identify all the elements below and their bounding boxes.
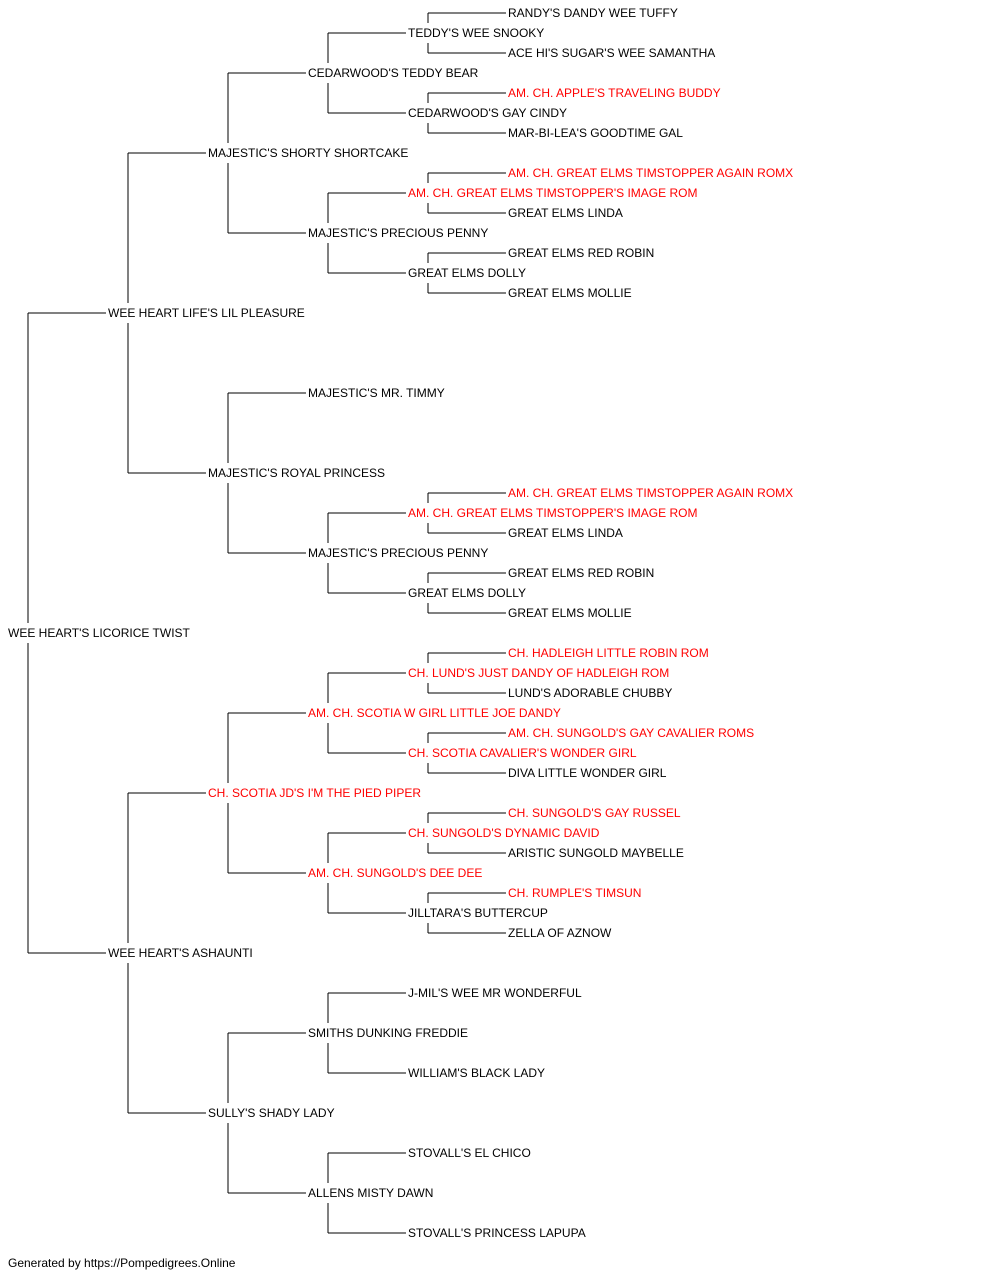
- dog-name-sully-s-shady-lady: SULLY'S SHADY LADY: [208, 1106, 335, 1120]
- dog-name-great-elms-linda: GREAT ELMS LINDA: [508, 526, 623, 540]
- champion-dog-name-am-ch-scotia-w-girl-little-joe-dandy: AM. CH. SCOTIA W GIRL LITTLE JOE DANDY: [308, 706, 561, 720]
- dog-name-cedarwood-s-gay-cindy: CEDARWOOD'S GAY CINDY: [408, 106, 567, 120]
- dog-name-majestic-s-shorty-shortcake: MAJESTIC'S SHORTY SHORTCAKE: [208, 146, 408, 160]
- dog-name-great-elms-red-robin: GREAT ELMS RED ROBIN: [508, 566, 654, 580]
- dog-name-j-mil-s-wee-mr-wonderful: J-MIL'S WEE MR WONDERFUL: [408, 986, 582, 1000]
- dog-name-wee-heart-life-s-lil-pleasure: WEE HEART LIFE'S LIL PLEASURE: [108, 306, 305, 320]
- dog-name-wee-heart-s-ashaunti: WEE HEART'S ASHAUNTI: [108, 946, 253, 960]
- dog-name-majestic-s-mr-timmy: MAJESTIC'S MR. TIMMY: [308, 386, 445, 400]
- dog-name-teddy-s-wee-snooky: TEDDY'S WEE SNOOKY: [408, 26, 544, 40]
- champion-dog-name-am-ch-apple-s-traveling-buddy: AM. CH. APPLE'S TRAVELING BUDDY: [508, 86, 721, 100]
- dog-name-lund-s-adorable-chubby: LUND'S ADORABLE CHUBBY: [508, 686, 672, 700]
- champion-dog-name-ch-rumple-s-timsun: CH. RUMPLE'S TIMSUN: [508, 886, 641, 900]
- dog-name-great-elms-dolly: GREAT ELMS DOLLY: [408, 586, 526, 600]
- dog-name-randy-s-dandy-wee-tuffy: RANDY'S DANDY WEE TUFFY: [508, 6, 678, 20]
- generated-by-footer: Generated by https://Pompedigrees.Online: [8, 1256, 236, 1270]
- dog-name-aristic-sungold-maybelle: ARISTIC SUNGOLD MAYBELLE: [508, 846, 684, 860]
- dog-name-majestic-s-royal-princess: MAJESTIC'S ROYAL PRINCESS: [208, 466, 385, 480]
- dog-name-great-elms-mollie: GREAT ELMS MOLLIE: [508, 286, 632, 300]
- dog-name-diva-little-wonder-girl: DIVA LITTLE WONDER GIRL: [508, 766, 667, 780]
- dog-name-great-elms-mollie: GREAT ELMS MOLLIE: [508, 606, 632, 620]
- champion-dog-name-ch-hadleigh-little-robin-rom: CH. HADLEIGH LITTLE ROBIN ROM: [508, 646, 709, 660]
- dog-name-great-elms-red-robin: GREAT ELMS RED ROBIN: [508, 246, 654, 260]
- champion-dog-name-ch-sungold-s-gay-russel: CH. SUNGOLD'S GAY RUSSEL: [508, 806, 681, 820]
- dog-name-zella-of-aznow: ZELLA OF AZNOW: [508, 926, 612, 940]
- dog-name-mar-bi-lea-s-goodtime-gal: MAR-BI-LEA'S GOODTIME GAL: [508, 126, 683, 140]
- dog-name-allens-misty-dawn: ALLENS MISTY DAWN: [308, 1186, 433, 1200]
- dog-name-great-elms-dolly: GREAT ELMS DOLLY: [408, 266, 526, 280]
- dog-name-great-elms-linda: GREAT ELMS LINDA: [508, 206, 623, 220]
- dog-name-william-s-black-lady: WILLIAM'S BLACK LADY: [408, 1066, 545, 1080]
- champion-dog-name-am-ch-great-elms-timstopper-s-image-rom: AM. CH. GREAT ELMS TIMSTOPPER'S IMAGE RO…: [408, 186, 697, 200]
- champion-dog-name-ch-scotia-cavalier-s-wonder-girl: CH. SCOTIA CAVALIER'S WONDER GIRL: [408, 746, 637, 760]
- champion-dog-name-ch-sungold-s-dynamic-david: CH. SUNGOLD'S DYNAMIC DAVID: [408, 826, 600, 840]
- dog-name-stovall-s-princess-lapupa: STOVALL'S PRINCESS LAPUPA: [408, 1226, 586, 1240]
- champion-dog-name-ch-lund-s-just-dandy-of-hadleigh-rom: CH. LUND'S JUST DANDY OF HADLEIGH ROM: [408, 666, 669, 680]
- champion-dog-name-am-ch-sungold-s-gay-cavalier-roms: AM. CH. SUNGOLD'S GAY CAVALIER ROMS: [508, 726, 754, 740]
- dog-name-stovall-s-el-chico: STOVALL'S EL CHICO: [408, 1146, 531, 1160]
- dog-name-majestic-s-precious-penny: MAJESTIC'S PRECIOUS PENNY: [308, 226, 488, 240]
- champion-dog-name-am-ch-great-elms-timstopper-s-image-rom: AM. CH. GREAT ELMS TIMSTOPPER'S IMAGE RO…: [408, 506, 697, 520]
- dog-name-wee-heart-s-licorice-twist: WEE HEART'S LICORICE TWIST: [8, 626, 191, 640]
- champion-dog-name-am-ch-great-elms-timstopper-again-romx: AM. CH. GREAT ELMS TIMSTOPPER AGAIN ROMX: [508, 166, 793, 180]
- dog-name-smiths-dunking-freddie: SMITHS DUNKING FREDDIE: [308, 1026, 468, 1040]
- dog-name-majestic-s-precious-penny: MAJESTIC'S PRECIOUS PENNY: [308, 546, 488, 560]
- champion-dog-name-am-ch-sungold-s-dee-dee: AM. CH. SUNGOLD'S DEE DEE: [308, 866, 482, 880]
- dog-name-jilltara-s-buttercup: JILLTARA'S BUTTERCUP: [408, 906, 548, 920]
- dog-name-cedarwood-s-teddy-bear: CEDARWOOD'S TEDDY BEAR: [308, 66, 479, 80]
- champion-dog-name-ch-scotia-jd-s-i-m-the-pied-piper: CH. SCOTIA JD'S I'M THE PIED PIPER: [208, 786, 421, 800]
- dog-name-ace-hi-s-sugar-s-wee-samantha: ACE HI'S SUGAR'S WEE SAMANTHA: [508, 46, 715, 60]
- champion-dog-name-am-ch-great-elms-timstopper-again-romx: AM. CH. GREAT ELMS TIMSTOPPER AGAIN ROMX: [508, 486, 793, 500]
